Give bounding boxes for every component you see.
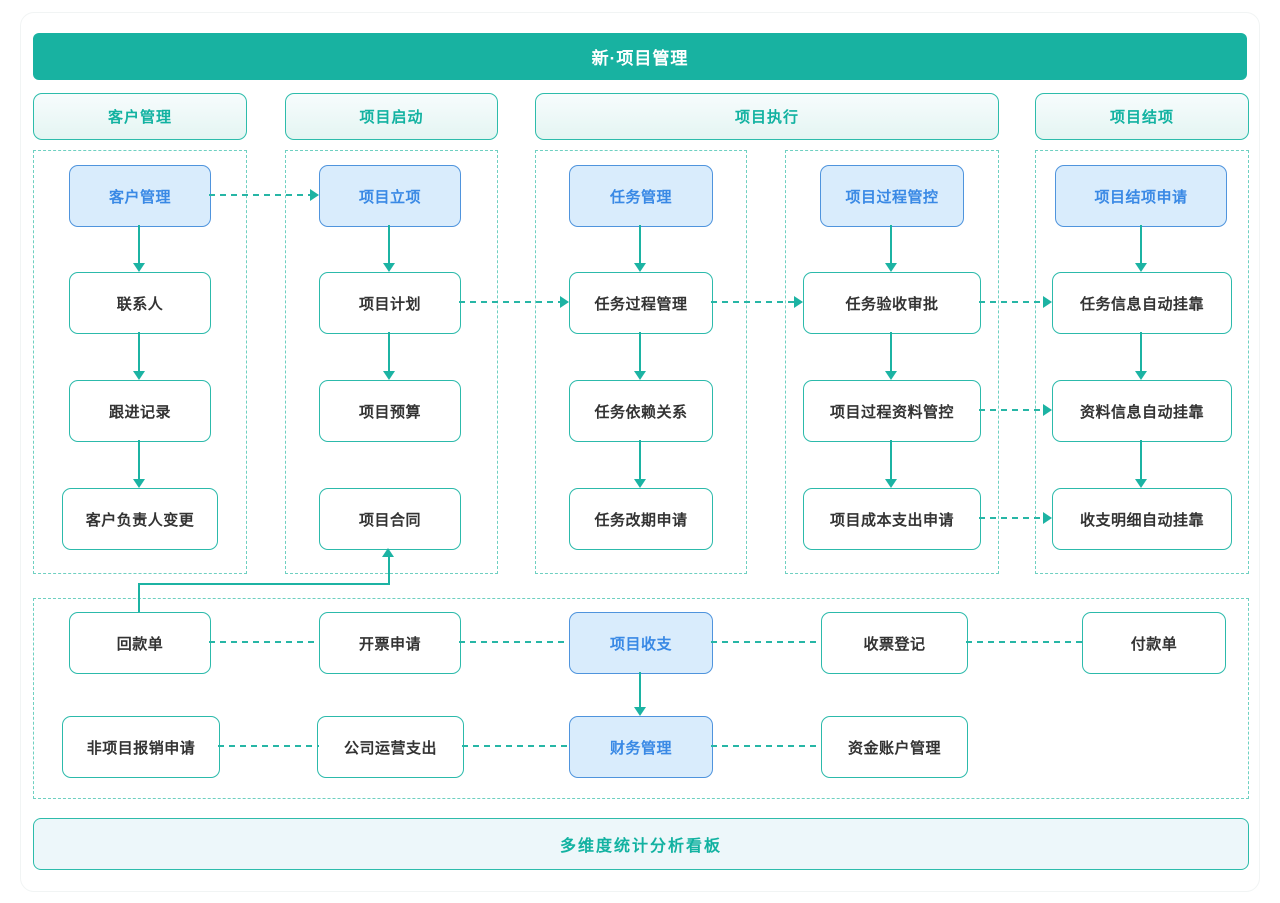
dashed-arrow-costexpense-to-incomeexpense <box>979 512 1052 524</box>
stage-container-closing <box>1035 150 1249 574</box>
stage-header-customer-management: 客户管理 <box>33 93 247 140</box>
dashed-link-finmgmt-fundaccount <box>711 745 821 747</box>
node-task-dependency: 任务依赖关系 <box>569 380 713 442</box>
node-project-cost-expense-request: 项目成本支出申请 <box>803 488 981 550</box>
arrow-incomeexpense-to-finmgmt <box>634 672 646 716</box>
node-task-management: 任务管理 <box>569 165 713 227</box>
node-income-expense-auto-link: 收支明细自动挂靠 <box>1052 488 1232 550</box>
node-payment-voucher: 付款单 <box>1082 612 1226 674</box>
arrow-doccontrol-to-costexpense <box>885 440 897 488</box>
connector-contract-up-segment <box>388 556 390 584</box>
arrow-taskinfo-to-docinfo <box>1135 332 1147 380</box>
node-task-process-management: 任务过程管理 <box>569 272 713 334</box>
stage-header-project-execution: 项目执行 <box>535 93 999 140</box>
arrow-contact-to-followup <box>133 332 145 380</box>
node-invoice-receipt-register: 收票登记 <box>821 612 968 674</box>
arrow-processcontrol-to-acceptance <box>885 225 897 272</box>
dashed-link-receipt-payment <box>966 641 1082 643</box>
node-company-operating-expense: 公司运营支出 <box>317 716 464 778</box>
node-project-process-control: 项目过程管控 <box>820 165 964 227</box>
connector-horizontal-segment <box>138 583 390 585</box>
node-document-info-auto-link: 资料信息自动挂靠 <box>1052 380 1232 442</box>
stage-container-initiation <box>285 150 498 574</box>
arrow-customer-to-contact <box>133 225 145 272</box>
dashed-arrow-plan-to-taskprocess <box>459 296 569 308</box>
dashed-link-incomeexpense-receipt <box>711 641 821 643</box>
node-project-budget: 项目预算 <box>319 380 461 442</box>
node-project-document-control: 项目过程资料管控 <box>803 380 981 442</box>
arrow-acceptance-to-doccontrol <box>885 332 897 380</box>
node-fund-account-management: 资金账户管理 <box>821 716 968 778</box>
node-customer-owner-change: 客户负责人变更 <box>62 488 218 550</box>
stage-container-customer <box>33 150 247 574</box>
stage-header-project-initiation: 项目启动 <box>285 93 498 140</box>
diagram-title-banner: 新·项目管理 <box>33 33 1247 80</box>
stage-header-project-closing: 项目结项 <box>1035 93 1249 140</box>
finance-container <box>33 598 1249 799</box>
diagram-card-outline <box>20 12 1260 892</box>
arrow-taskprocess-to-dependency <box>634 332 646 380</box>
arrow-taskmgmt-to-taskprocess <box>634 225 646 272</box>
node-invoice-request: 开票申请 <box>319 612 461 674</box>
arrow-closingreq-to-taskinfo <box>1135 225 1147 272</box>
node-project-contract: 项目合同 <box>319 488 461 550</box>
dashed-link-invoice-incomeexpense <box>459 641 569 643</box>
dashed-link-reimburse-operating <box>218 745 319 747</box>
arrow-dependency-to-reschedule <box>634 440 646 488</box>
node-task-info-auto-link: 任务信息自动挂靠 <box>1052 272 1232 334</box>
node-non-project-reimbursement: 非项目报销申请 <box>62 716 220 778</box>
node-financial-management: 财务管理 <box>569 716 713 778</box>
arrow-initiation-to-plan <box>383 225 395 272</box>
node-project-plan: 项目计划 <box>319 272 461 334</box>
dashed-link-collection-invoice <box>209 641 319 643</box>
node-contact-person: 联系人 <box>69 272 211 334</box>
dashed-arrow-taskprocess-to-acceptance <box>711 296 803 308</box>
connector-contract-arrowhead <box>382 548 394 557</box>
arrow-docinfo-to-incomeexpense <box>1135 440 1147 488</box>
node-task-reschedule-request: 任务改期申请 <box>569 488 713 550</box>
node-project-income-expense: 项目收支 <box>569 612 713 674</box>
connector-collection-up-segment <box>138 583 140 612</box>
dashed-arrow-doccontrol-to-docinfo <box>979 404 1052 416</box>
node-task-acceptance-approval: 任务验收审批 <box>803 272 981 334</box>
node-follow-up-record: 跟进记录 <box>69 380 211 442</box>
node-project-closing-request: 项目结项申请 <box>1055 165 1227 227</box>
node-project-initiation: 项目立项 <box>319 165 461 227</box>
node-customer-management: 客户管理 <box>69 165 211 227</box>
arrow-plan-to-budget <box>383 332 395 380</box>
stage-container-task <box>535 150 747 574</box>
node-collection-receipt: 回款单 <box>69 612 211 674</box>
arrow-followup-to-ownerchange <box>133 440 145 488</box>
stage-container-process <box>785 150 999 574</box>
dashed-arrow-customer-to-initiation <box>209 189 319 201</box>
dashed-link-operating-finmgmt <box>462 745 569 747</box>
dashboard-banner: 多维度统计分析看板 <box>33 818 1249 870</box>
dashed-arrow-acceptance-to-taskinfo <box>979 296 1052 308</box>
